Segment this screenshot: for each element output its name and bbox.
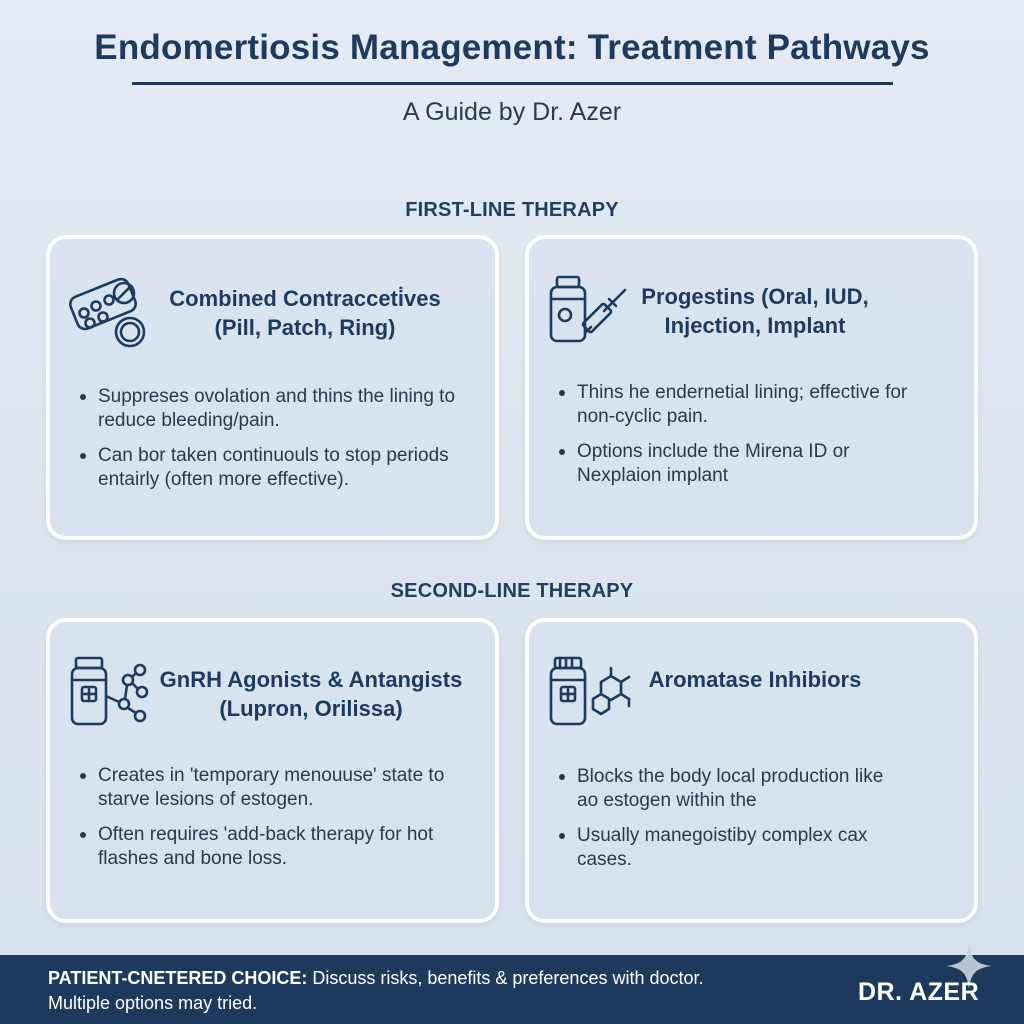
list-item: Often requires 'add-back therapy for hot… — [78, 823, 468, 871]
card-title-line-2: (Pill, Patch, Ring) — [214, 315, 396, 340]
list-item: Usually manegoistiby complex cax cases. — [557, 824, 897, 872]
page-title: Endomertiosis Management: Treatment Path… — [94, 28, 930, 67]
card-title-line-1: Progestins (Oral, IUD, — [641, 284, 869, 309]
card-title-line-1: GnRH Agonists & Antangists — [159, 667, 463, 692]
card-title-line-2: (Lupron, Orilissa) — [219, 696, 403, 721]
footer-banner: PATIENT-CNETERED CHOICE: Discuss risks, … — [0, 943, 1024, 1024]
list-item: Blocks the body local production like ao… — [557, 765, 897, 813]
list-item: Creates in 'temporary menouuse' state to… — [78, 764, 468, 812]
list-item: Options include the Mirena ID or Nexplai… — [557, 440, 937, 488]
title-underline — [132, 82, 893, 85]
card-bullets: Thins he endernetial lining; effective f… — [557, 381, 937, 499]
card-bullets: Blocks the body local production like ao… — [557, 765, 897, 883]
list-item: Thins he endernetial lining; effective f… — [557, 381, 937, 429]
card-title-line-1: Aromatase Inhibiors — [648, 667, 862, 692]
footer-line-2: Multiple options may tried. — [48, 993, 258, 1013]
card-combined-contraceptives: Combined Contracceti̇ves (Pill, Patch, R… — [46, 235, 499, 540]
card-title: Aromatase Inhibiors — [625, 665, 885, 694]
brand-logo: DR. AZER — [858, 978, 980, 1006]
page-subtitle: A Guide by Dr. Azer — [402, 98, 622, 126]
list-item: Can bor taken continuouls to stop period… — [78, 444, 478, 492]
card-bullets: Creates in 'temporary menouuse' state to… — [78, 764, 468, 882]
card-title: GnRH Agonists & Antangists (Lupron, Oril… — [146, 665, 476, 723]
card-title: Combined Contracceti̇ves (Pill, Patch, R… — [150, 284, 460, 342]
section-heading-first-line: FIRST-LINE THERAPY — [405, 199, 619, 221]
pill-pack-icon — [66, 275, 158, 355]
medicine-bottle-hexagon-icon — [547, 656, 639, 736]
card-bullets: Suppreses ovolation and thins the lining… — [78, 385, 478, 503]
footer-line-1: PATIENT-CNETERED CHOICE: Discuss risks, … — [48, 966, 704, 991]
footer-text: PATIENT-CNETERED CHOICE: Discuss risks, … — [48, 966, 704, 1016]
footer-label: PATIENT-CNETERED CHOICE: — [48, 968, 308, 988]
card-progestins: Progestins (Oral, IUD, Injection, Implan… — [525, 235, 978, 540]
bottle-syringe-icon — [543, 273, 635, 353]
section-heading-second-line: SECOND-LINE THERAPY — [390, 580, 634, 602]
footer-line-1-rest: Discuss risks, benefits & preferences wi… — [307, 968, 704, 988]
medicine-bottle-molecule-icon — [70, 656, 162, 736]
list-item: Suppreses ovolation and thins the lining… — [78, 385, 478, 433]
card-title: Progestins (Oral, IUD, Injection, Implan… — [625, 282, 885, 340]
card-aromatase-inhibitors: Aromatase Inhibiors Blocks the body loca… — [525, 618, 978, 923]
card-title-line-2: Injection, Implant — [664, 313, 846, 338]
card-gnrh-agonists: GnRH Agonists & Antangists (Lupron, Oril… — [46, 618, 499, 923]
sparkle-icon — [944, 941, 994, 991]
card-title-line-1: Combined Contracceti̇ves — [169, 286, 441, 311]
